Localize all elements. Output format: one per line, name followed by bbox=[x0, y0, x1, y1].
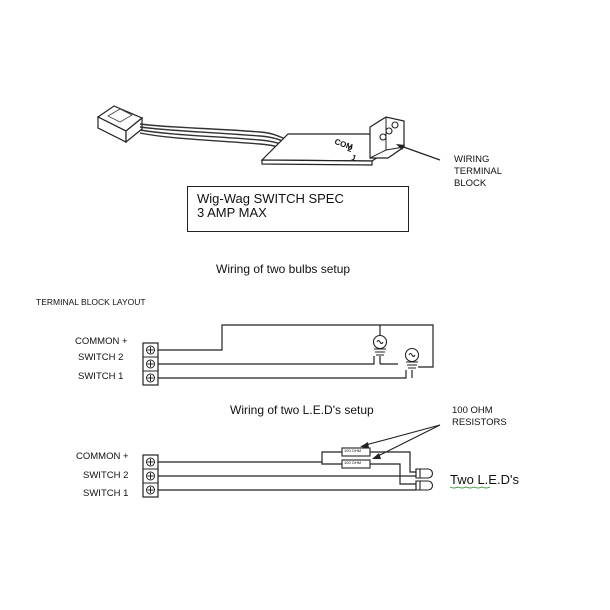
resistor-2 bbox=[341, 459, 371, 469]
resistor-arrow-1 bbox=[361, 424, 441, 447]
led-terminal-block bbox=[142, 454, 159, 498]
terminal-block-arrow bbox=[397, 144, 441, 161]
resistor-1-label: 100 OHM bbox=[344, 448, 362, 453]
bulb-2 bbox=[404, 347, 420, 369]
spec-line-2: 3 AMP MAX bbox=[197, 205, 267, 220]
bulbs-terminal-switch2: SWITCH 2 bbox=[78, 352, 124, 363]
resistor-callout-1: 100 OHM bbox=[452, 405, 493, 416]
led-1 bbox=[415, 468, 434, 479]
callout-block: BLOCK bbox=[454, 178, 487, 189]
resistor-arrow-2 bbox=[373, 424, 441, 459]
leds-terminal-switch2: SWITCH 2 bbox=[83, 470, 129, 481]
spellcheck-underline bbox=[449, 486, 491, 489]
bulb-terminal-block bbox=[142, 342, 159, 386]
terminal-block-arrowhead bbox=[396, 144, 405, 150]
spec-box: Wig-Wag SWITCH SPEC 3 AMP MAX bbox=[187, 186, 409, 232]
leds-title: Wiring of two L.E.D's setup bbox=[230, 403, 374, 417]
bulbs-terminal-switch1: SWITCH 1 bbox=[78, 371, 124, 382]
connector-wires bbox=[139, 123, 291, 151]
resistor-2-label: 100 OHM bbox=[344, 460, 362, 465]
led-2 bbox=[415, 480, 434, 491]
resistor-callout-2: RESISTORS bbox=[452, 417, 507, 428]
circuit-board bbox=[260, 133, 398, 166]
leds-terminal-common: COMMON + bbox=[76, 451, 129, 462]
bulbs-terminal-common: COMMON + bbox=[75, 336, 128, 347]
terminal-layout-title: TERMINAL BLOCK LAYOUT bbox=[36, 297, 146, 307]
callout-wiring: WIRING bbox=[454, 154, 490, 165]
bulbs-title: Wiring of two bulbs setup bbox=[216, 262, 351, 276]
callout-terminal: TERMINAL bbox=[454, 166, 503, 177]
leds-terminal-switch1: SWITCH 1 bbox=[83, 488, 129, 499]
bulb-wiring bbox=[158, 324, 434, 379]
spec-line-1: Wig-Wag SWITCH SPEC bbox=[197, 191, 344, 206]
resistor-arrowhead-1 bbox=[360, 442, 369, 448]
resistor-arrowhead-2 bbox=[372, 453, 381, 459]
connector-plug bbox=[96, 105, 144, 144]
led-wiring bbox=[158, 451, 420, 491]
terminal-block bbox=[369, 116, 405, 159]
led-label: Two L.E.D's bbox=[450, 472, 519, 487]
resistor-1 bbox=[341, 447, 371, 457]
bulb-1 bbox=[372, 334, 388, 356]
